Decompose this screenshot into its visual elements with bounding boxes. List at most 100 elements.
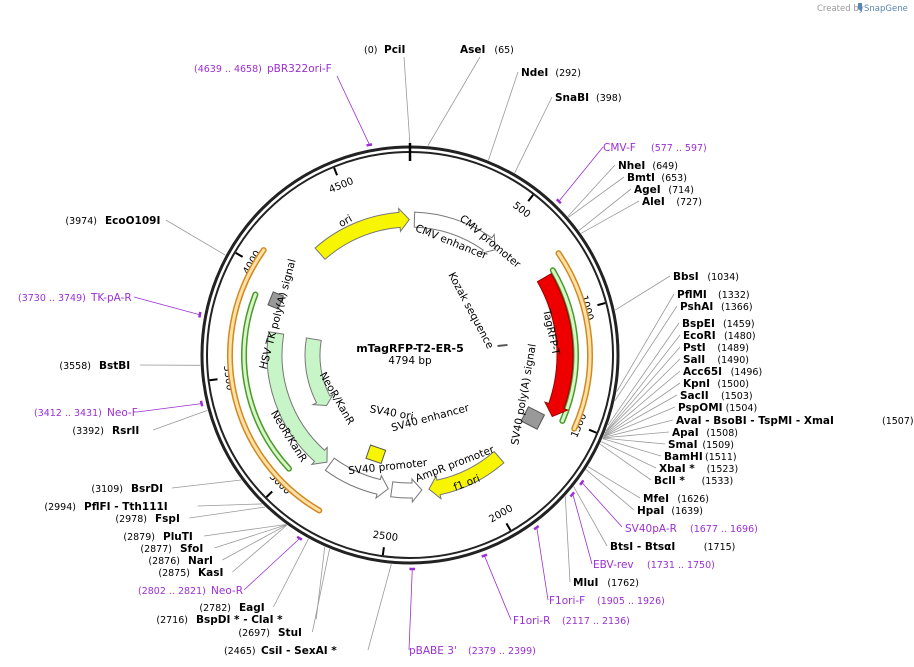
site-position: (2879) (123, 532, 155, 543)
site-leader (602, 438, 662, 457)
scale-tick-4500 (333, 167, 339, 176)
site-name: BstBI (99, 360, 130, 372)
site-name: EagI (239, 602, 265, 614)
site-position: (2782) (199, 603, 231, 614)
site-position: (1489) (717, 343, 749, 354)
site-leader (171, 479, 242, 489)
site-name: AseI (460, 44, 485, 56)
orf-track-orange-2-fill (228, 248, 321, 512)
sv40-promoter-arrow (324, 457, 389, 500)
primer-leader (536, 528, 549, 601)
site-leader (567, 164, 616, 217)
primer-mark (198, 311, 202, 318)
primer-leader (572, 494, 593, 565)
site-leader (614, 275, 671, 311)
site-leader (197, 503, 262, 507)
site-name: BtsI - BtsαI (610, 541, 675, 553)
primer-leader (559, 146, 604, 201)
site-position: (1500) (717, 379, 749, 390)
plasmid-name: mTagRFP-T2-ER-5 (356, 342, 464, 355)
scale-tick-label: 2000 (487, 503, 515, 525)
site-leader (222, 524, 287, 561)
site-name: BspEI (682, 318, 715, 330)
scale-tick-1000 (597, 302, 606, 307)
site-name: FspI (155, 513, 180, 525)
site-leader (312, 548, 330, 633)
scale-tick-3000 (265, 490, 273, 498)
site-leader (152, 409, 208, 431)
site-leader (603, 394, 678, 437)
primer-name: EBV-rev (593, 559, 634, 571)
site-leader (232, 524, 288, 573)
primer-mark (569, 491, 576, 498)
site-position: (1480) (724, 331, 756, 342)
site-leader (603, 370, 681, 436)
primer-position: (1677 .. 1696) (690, 524, 758, 535)
primer-position: (1731 .. 1750) (647, 560, 715, 571)
site-leader (427, 56, 481, 146)
site-name: Acc65I (683, 366, 722, 378)
primer-leader (133, 296, 199, 315)
watermark-prefix: Created by (817, 4, 864, 14)
feature-layer (227, 207, 593, 514)
site-position: (3392) (72, 426, 104, 437)
orf-track-orange-1-fill (556, 251, 592, 431)
site-position: (2994) (44, 502, 76, 513)
feature-label: SV40 poly(A) signal (509, 343, 539, 446)
site-name: MfeI (643, 493, 669, 505)
site-leader (189, 506, 266, 519)
site-leader (607, 322, 680, 426)
site-leader (315, 546, 326, 620)
neor-arrow-outer (266, 331, 328, 466)
site-position: (3974) (65, 216, 97, 227)
primer-mark (296, 535, 303, 541)
site-leader (165, 219, 226, 256)
primer-mark (481, 553, 488, 558)
site-position: (65) (494, 45, 514, 56)
site-position: (1507) (882, 416, 914, 427)
site-name: BbsI (673, 271, 699, 283)
site-leader (367, 564, 392, 651)
primer-mark (533, 525, 540, 531)
site-position: (2978) (115, 514, 147, 525)
site-position: (1503) (721, 391, 753, 402)
site-name: KasI (198, 567, 223, 579)
site-leader (616, 293, 675, 392)
ampr-promoter-arrow (390, 477, 423, 504)
site-leader (488, 71, 519, 161)
site-position: (1508) (706, 428, 738, 439)
primer-mark (555, 198, 562, 205)
primer-leader (136, 403, 201, 413)
site-leader (603, 406, 676, 438)
site-name: ApaI (672, 427, 699, 439)
primer-leader (336, 75, 370, 145)
primer-name: SV40pA-R (625, 523, 677, 535)
scale-tick-500 (527, 194, 534, 202)
feature-label: SV40 ori (369, 403, 415, 422)
site-leader (604, 346, 681, 434)
site-leader (587, 466, 641, 499)
site-position: (292) (555, 68, 581, 79)
site-name: SfoI (180, 543, 203, 555)
site-position: (1034) (707, 272, 739, 283)
primer-leader (243, 538, 300, 591)
primer-name: F1ori-R (513, 615, 550, 627)
site-leader (514, 96, 553, 174)
site-leader (602, 419, 674, 439)
site-name: PstI (683, 342, 706, 354)
site-name: EcoRI (683, 330, 716, 342)
site-leader (568, 176, 625, 218)
primer-mark (366, 143, 373, 147)
site-position: (0) (364, 45, 377, 56)
site-name: SmaI (668, 439, 698, 451)
site-leader (203, 524, 287, 537)
watermark-brand: SnapGene (864, 4, 908, 14)
site-position: (2875) (158, 568, 190, 579)
primer-name: CMV-F (603, 142, 636, 154)
site-name: PspOMI (678, 402, 723, 414)
hsv-tk-polya-box (267, 291, 285, 310)
f1ori-arrow (428, 450, 505, 500)
primer-name: Neo-F (107, 407, 138, 419)
site-position: (1523) (707, 464, 739, 475)
